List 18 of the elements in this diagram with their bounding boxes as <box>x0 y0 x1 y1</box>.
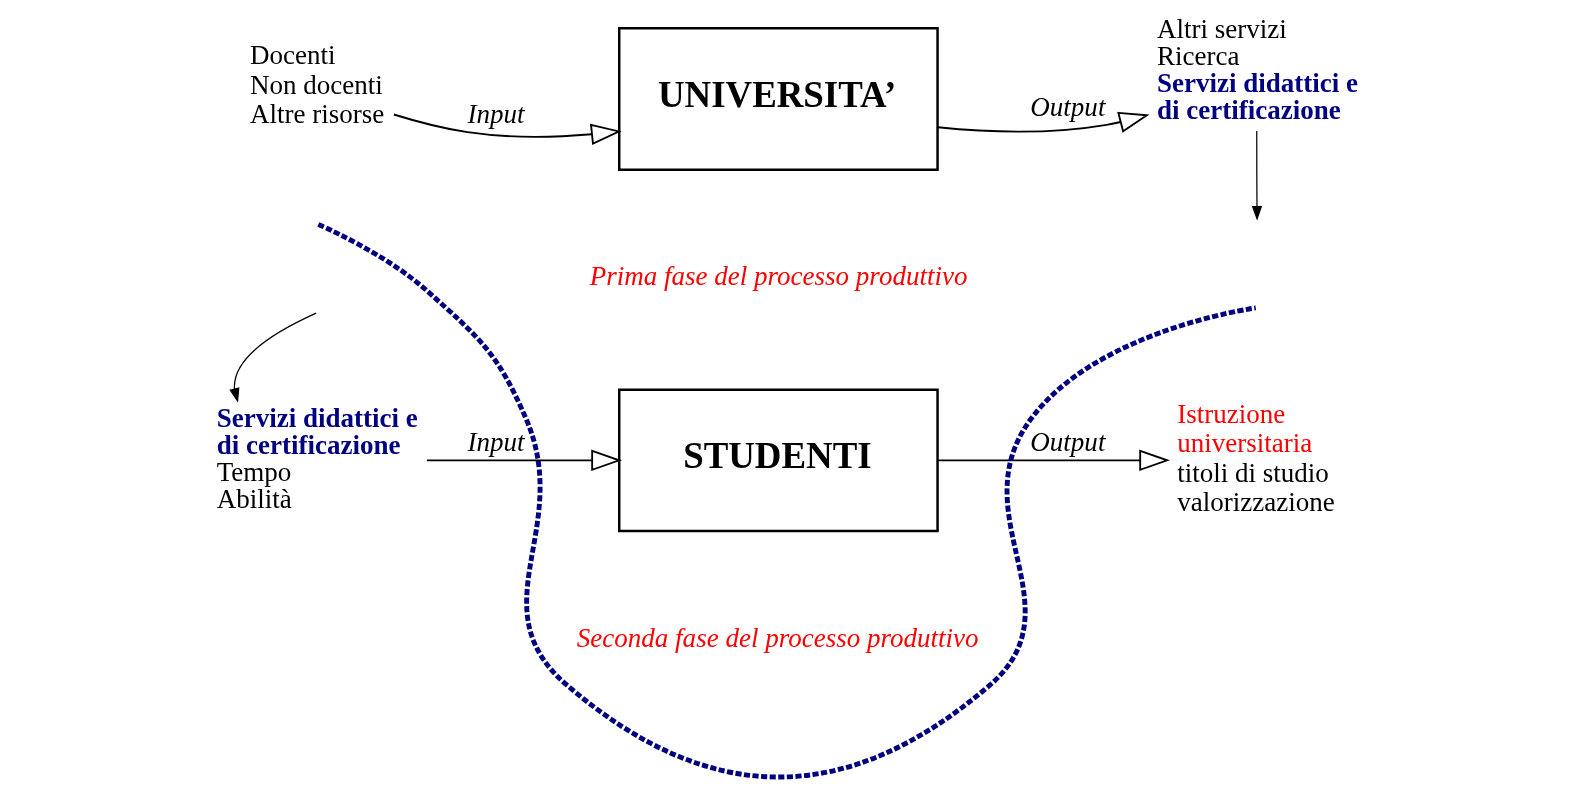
arrow <box>392 113 622 146</box>
node-box: UNIVERSITA’ <box>617 27 939 171</box>
edge-label: Input <box>466 427 524 458</box>
edge-label: Output <box>1029 427 1105 458</box>
node-text: Altri servizi Ricerca Servizi didattici e di certificazione <box>1156 14 1358 126</box>
arrow <box>1251 130 1262 221</box>
edge-label: Input <box>466 99 524 130</box>
node-text: Servizi didattici e di certificazione Tempo Abilità <box>216 402 418 514</box>
label: Seconda fase del processo produttivo <box>576 622 979 653</box>
node-text: Docenti Non docenti Altre risorse <box>249 40 384 130</box>
arrow <box>228 312 317 403</box>
label: Prima fase del processo produttivo <box>589 261 967 292</box>
node-text: Istruzione universitaria titoli di studio valorizzazione <box>1176 398 1335 518</box>
node-box: STUDENTI <box>617 388 939 533</box>
arrow <box>936 449 1170 472</box>
arrow <box>425 449 622 472</box>
edge-label: Output <box>1029 91 1105 122</box>
arrow <box>936 111 1150 133</box>
